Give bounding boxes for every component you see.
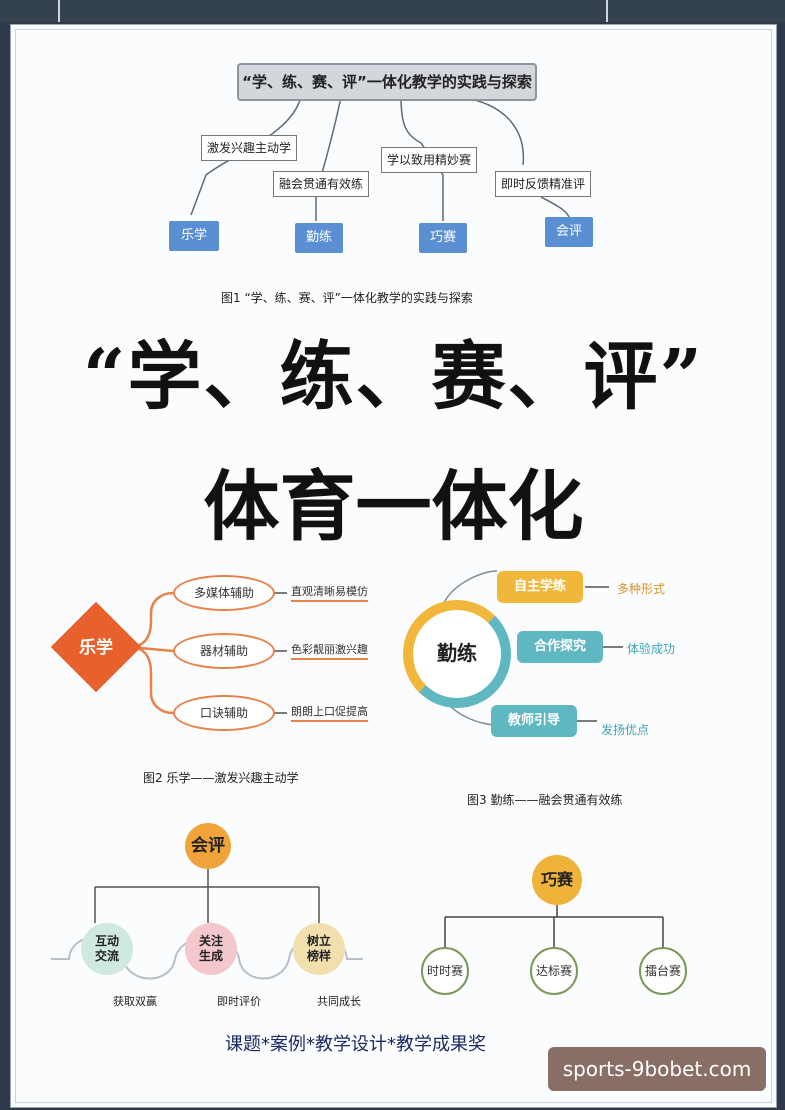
fig5-circle: 达标赛 (530, 947, 578, 995)
fig1-connector (315, 96, 342, 221)
fig2-oval: 器材辅助 (173, 633, 275, 669)
fig2-note: 直观清晰易模仿 (291, 583, 368, 602)
fig1-title-box: “学、练、赛、评”一体化教学的实践与探索 (237, 63, 537, 101)
fig4-note: 即时评价 (217, 995, 261, 1008)
poster-sheet: “学、练、赛、评”一体化教学的实践与探索 激发兴趣主动学 融会贯通有效练 学以致… (10, 24, 777, 1108)
fig2-oval: 多媒体辅助 (173, 575, 275, 611)
frame-tick (606, 0, 608, 22)
top-frame-bar (0, 0, 785, 22)
fig1-connector (400, 96, 444, 221)
fig1-connector (540, 196, 570, 218)
fig4-note: 共同成长 (317, 995, 361, 1008)
fig4-circle: 互动 交流 (81, 923, 133, 975)
fig4-circle: 关注 生成 (185, 923, 237, 975)
fig2-brace (128, 645, 174, 715)
fig1-box-huiping: 会评 (545, 217, 593, 247)
fig1-caption: 图1 “学、练、赛、评”一体化教学的实践与探索 (221, 291, 473, 305)
fig3-center-label: 勤练 (437, 641, 477, 665)
fig3-note: 体验成功 (627, 642, 676, 656)
fig1-label: 即时反馈精准评 (495, 171, 592, 197)
fig2-caption: 图2 乐学——激发兴趣主动学 (143, 771, 299, 785)
fig1-box-qinlian: 勤练 (295, 223, 343, 253)
fig5-circle: 擂台赛 (639, 947, 687, 995)
fig4-note: 获取双赢 (113, 995, 157, 1008)
fig1-box-lexue: 乐学 (169, 221, 219, 251)
fig5-center: 巧赛 (532, 855, 582, 905)
fig2-brace (128, 591, 174, 649)
fig2-oval: 口诀辅助 (173, 695, 275, 731)
fig4-circle: 树立 榜样 (293, 923, 345, 975)
fig3-pill: 合作探究 (517, 631, 603, 663)
footer-text: 课题*案例*教学设计*教学成果奖 (225, 1034, 486, 1055)
watermark-badge: sports-9bobet.com (548, 1047, 766, 1091)
fig3-pill: 教师引导 (491, 705, 577, 737)
fig1-label: 学以致用精妙赛 (381, 147, 478, 173)
fig4-circle-label: 互动 交流 (94, 934, 119, 963)
fig4-center: 会评 (185, 823, 231, 869)
fig5-circle: 时时赛 (421, 947, 469, 995)
headline-line1: “学、练、赛、评” (82, 334, 705, 420)
fig1-label: 激发兴趣主动学 (201, 135, 298, 161)
fig3-pill: 自主学练 (497, 571, 583, 603)
fig3-note: 多种形式 (617, 582, 666, 596)
inner-border (15, 29, 772, 1103)
fig2-center-label: 乐学 (79, 638, 113, 658)
fig4-circle-label: 树立 榜样 (306, 934, 331, 963)
fig3-caption: 图3 勤练——融会贯通有效练 (467, 793, 623, 807)
fig3-note: 发扬优点 (601, 723, 650, 737)
fig2-note: 色彩靓丽激兴趣 (291, 641, 368, 660)
fig1-box-qiaosai: 巧赛 (419, 223, 467, 253)
fig1-label: 融会贯通有效练 (273, 171, 370, 197)
frame-tick (58, 0, 60, 22)
headline-line2: 体育一体化 (203, 462, 584, 551)
fig3-ring (403, 600, 511, 708)
fig4-circle-label: 关注 生成 (198, 934, 223, 963)
fig2-note: 朗朗上口促提高 (291, 703, 368, 722)
